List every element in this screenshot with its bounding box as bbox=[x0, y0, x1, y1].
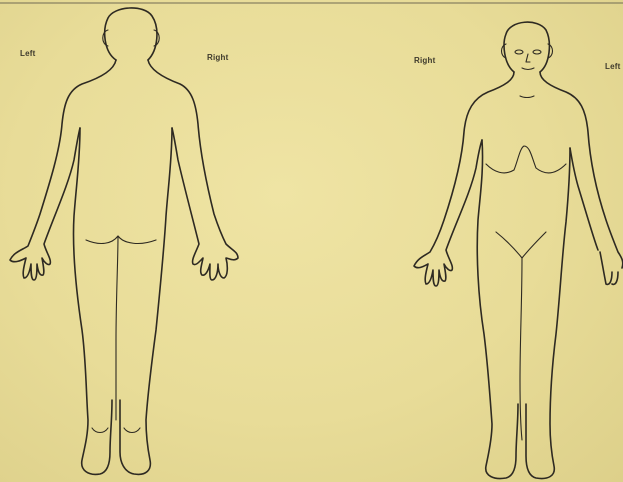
back-right-side-outline bbox=[148, 60, 238, 280]
front-chest-line bbox=[486, 146, 566, 173]
back-right-heel bbox=[124, 428, 140, 433]
front-view-figure bbox=[414, 22, 623, 478]
back-left-heel bbox=[92, 428, 108, 433]
back-left-torso-leg bbox=[73, 128, 112, 474]
front-head bbox=[504, 22, 549, 72]
front-eye-right-side bbox=[515, 50, 523, 54]
front-mouth bbox=[522, 68, 534, 70]
back-buttocks-line bbox=[86, 236, 156, 243]
front-inner-leg-line bbox=[520, 258, 522, 440]
front-neck-notch bbox=[520, 96, 534, 98]
front-right-torso-leg bbox=[526, 148, 570, 479]
front-viewer-left-outline bbox=[414, 72, 514, 286]
back-head bbox=[105, 8, 157, 60]
front-left-torso-leg bbox=[477, 140, 518, 479]
front-viewer-right-outline bbox=[540, 72, 623, 268]
back-left-side-outline bbox=[10, 60, 116, 280]
front-eye-left-side bbox=[533, 50, 541, 54]
back-gluteal-cleft bbox=[116, 236, 118, 420]
front-groin-line bbox=[496, 232, 546, 258]
front-nose bbox=[526, 54, 530, 62]
back-view-figure bbox=[10, 8, 238, 474]
back-right-torso-leg bbox=[120, 128, 172, 474]
front-viewer-right-hand bbox=[570, 148, 618, 284]
